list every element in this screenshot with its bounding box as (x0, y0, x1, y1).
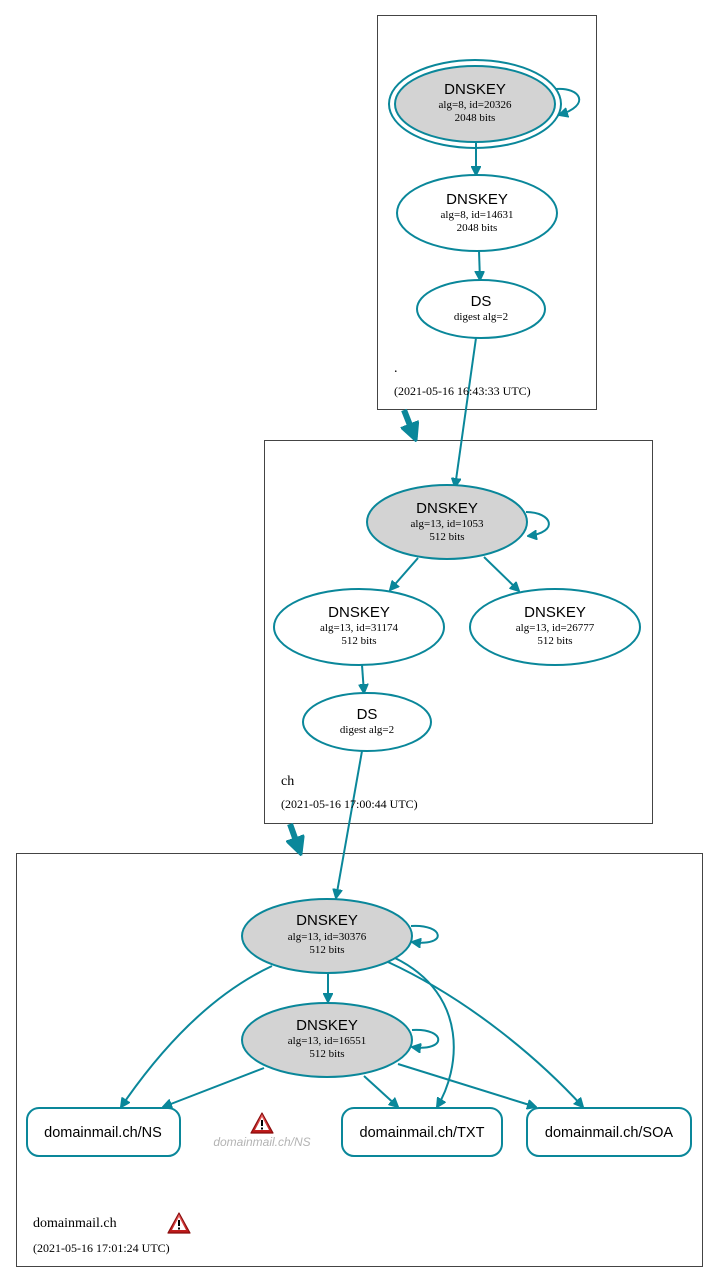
node-ch-ksk[interactable]: DNSKEY alg=13, id=1053 512 bits (366, 484, 528, 560)
node-title: DNSKEY (446, 191, 508, 208)
rrset-txt-label: domainmail.ch/TXT (360, 1125, 485, 1141)
edge-dm-zsk-self (412, 1028, 440, 1048)
delegation-root-to-ch (404, 408, 415, 438)
zone-root-name: . (394, 361, 398, 376)
node-dm-zsk[interactable]: DNSKEY alg=13, id=16551 512 bits (241, 1002, 413, 1078)
zone-domainmail-name: domainmail.ch (33, 1216, 117, 1231)
edge-ch-ds-to-dm-ksk (336, 750, 363, 898)
node-title: DNSKEY (524, 604, 586, 621)
edge-ch-ksk-to-zsk1 (390, 557, 419, 590)
node-title: DS (471, 293, 492, 310)
node-root-ds[interactable]: DS digest alg=2 (416, 279, 546, 339)
node-title: DNSKEY (296, 912, 358, 929)
node-key-info: alg=8, id=20326 (439, 99, 512, 111)
zone-domainmail (16, 853, 703, 1267)
node-key-size: 2048 bits (457, 222, 498, 234)
rrset-soa-label: domainmail.ch/SOA (545, 1125, 673, 1141)
edge-root-zsk-to-ds (479, 250, 480, 280)
node-key-size: 2048 bits (455, 112, 496, 124)
node-dm-ksk[interactable]: DNSKEY alg=13, id=30376 512 bits (241, 898, 413, 974)
edge-dm-zsk-to-ns (163, 1067, 265, 1107)
zone-ch-name: ch (281, 774, 294, 789)
node-key-info: alg=13, id=31174 (320, 622, 398, 634)
delegation-ch-to-domainmail (290, 822, 300, 852)
zone-root (377, 15, 597, 410)
edge-dm-zsk-to-soa (397, 1063, 536, 1107)
node-title: DS (357, 706, 378, 723)
rrset-soa[interactable]: domainmail.ch/SOA (526, 1107, 692, 1157)
node-key-size: 512 bits (309, 944, 344, 956)
node-ch-zsk-26777[interactable]: DNSKEY alg=13, id=26777 512 bits (469, 588, 641, 666)
node-key-info: alg=13, id=1053 (411, 518, 484, 530)
node-key-size: 512 bits (429, 531, 464, 543)
edge-dm-ksk-self (411, 924, 439, 943)
edge-root-ksk-self (555, 87, 581, 115)
ghost-ns-label[interactable]: domainmail.ch/NS (213, 1135, 310, 1149)
node-key-info: alg=8, id=14631 (441, 209, 514, 221)
node-ch-zsk-31174[interactable]: DNSKEY alg=13, id=31174 512 bits (273, 588, 445, 666)
edge-dm-ksk-to-txt (394, 957, 455, 1107)
node-title: DNSKEY (328, 604, 390, 621)
zone-root-timestamp: (2021-05-16 16:43:33 UTC) (394, 384, 531, 398)
zone-ch-timestamp: (2021-05-16 17:00:44 UTC) (281, 797, 418, 811)
zone-domainmail-timestamp: (2021-05-16 17:01:24 UTC) (33, 1241, 170, 1255)
node-digest: digest alg=2 (454, 311, 508, 323)
edge-dm-ksk-to-ns (121, 965, 273, 1107)
warning-icon[interactable] (167, 1212, 191, 1234)
edge-dm-zsk-to-txt (363, 1075, 398, 1107)
node-key-info: alg=13, id=26777 (516, 622, 595, 634)
node-key-size: 512 bits (309, 1048, 344, 1060)
rrset-ns[interactable]: domainmail.ch/NS (26, 1107, 181, 1157)
node-key-size: 512 bits (341, 635, 376, 647)
edge-ch-ksk-to-zsk2 (483, 556, 519, 591)
node-title: DNSKEY (444, 81, 506, 98)
node-root-zsk[interactable]: DNSKEY alg=8, id=14631 2048 bits (396, 174, 558, 252)
zone-ch (264, 440, 653, 824)
rrset-txt[interactable]: domainmail.ch/TXT (341, 1107, 503, 1157)
node-title: DNSKEY (416, 500, 478, 517)
warning-icon[interactable] (250, 1112, 274, 1134)
node-title: DNSKEY (296, 1017, 358, 1034)
node-ch-ds[interactable]: DS digest alg=2 (302, 692, 432, 752)
rrset-ns-label: domainmail.ch/NS (44, 1125, 162, 1141)
edge-root-ds-to-ch-ksk (455, 337, 477, 487)
node-key-info: alg=13, id=30376 (288, 931, 367, 943)
edge-dm-ksk-to-soa (387, 961, 583, 1107)
node-root-ksk[interactable]: DNSKEY alg=8, id=20326 2048 bits (388, 59, 562, 149)
edge-ch-ksk-self (525, 511, 550, 536)
node-digest: digest alg=2 (340, 724, 394, 736)
edge-ch-zsk1-to-ds (362, 664, 364, 693)
node-key-size: 512 bits (537, 635, 572, 647)
node-key-info: alg=13, id=16551 (288, 1035, 366, 1047)
